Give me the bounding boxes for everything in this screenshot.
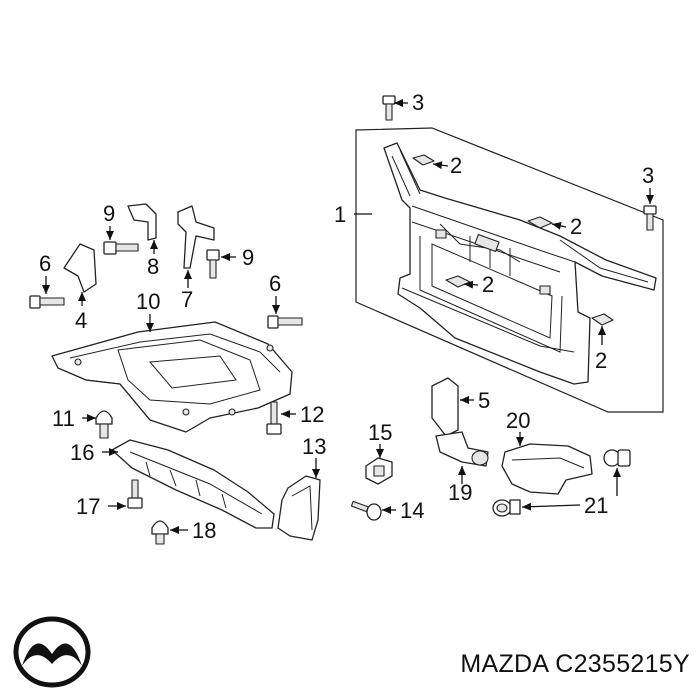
callout-2c: 2 (482, 272, 494, 297)
callout-4: 4 (75, 308, 87, 333)
bolt-9a (103, 241, 139, 255)
callout-6a: 6 (39, 251, 51, 276)
callout-20: 20 (506, 408, 530, 433)
callout-5: 5 (478, 388, 490, 413)
push-clip-15 (365, 457, 393, 485)
bolt-3b (643, 205, 657, 231)
callout-3b: 3 (642, 163, 654, 188)
callout-13: 13 (302, 434, 326, 459)
callout-2a: 2 (450, 153, 462, 178)
bolt-17 (127, 479, 143, 509)
callout-9b: 9 (242, 245, 254, 270)
push-clip-11 (95, 410, 113, 439)
callout-1: 1 (334, 202, 346, 227)
callout-6b: 6 (269, 271, 281, 296)
push-clip-18 (151, 520, 169, 545)
bracket-8 (127, 203, 157, 241)
clip-21a (492, 499, 521, 517)
bolt-12 (266, 401, 282, 435)
callout-11: 11 (52, 406, 75, 431)
callout-12: 12 (300, 402, 324, 427)
deflector-13 (277, 475, 321, 541)
bolt-9b (206, 249, 220, 279)
callout-labels: 1 2 2 2 2 3 3 4 5 6 6 7 8 9 9 10 11 12 1… (39, 90, 654, 543)
part-number: C2355215Y (555, 650, 690, 678)
assembly-outline (355, 127, 664, 413)
callout-9a: 9 (103, 201, 115, 226)
bracket-20 (501, 443, 593, 495)
radiator-support-frame (383, 142, 657, 385)
leader-lines (42, 99, 654, 534)
bolt-6b (267, 315, 303, 329)
brand-name: MAZDA (460, 650, 548, 678)
callout-17: 17 (76, 494, 100, 519)
bracket-4 (63, 243, 97, 293)
callout-15: 15 (368, 420, 392, 445)
callout-2b: 2 (570, 214, 582, 239)
under-cover-10 (51, 321, 293, 433)
screw-14 (350, 500, 382, 521)
callout-3a: 3 (412, 90, 424, 115)
bracket-5 (431, 377, 459, 437)
callout-2d: 2 (595, 348, 607, 373)
bolt-3a (382, 95, 396, 121)
callout-18: 18 (192, 518, 216, 543)
callout-21: 21 (584, 493, 608, 518)
callout-7: 7 (181, 287, 193, 312)
callout-16: 16 (70, 440, 94, 465)
splash-shield-16 (111, 439, 275, 529)
callout-8: 8 (147, 254, 159, 279)
clip-21b (603, 449, 631, 467)
clip-nut-group (412, 154, 614, 326)
hood-latch-sensor-19 (435, 431, 489, 467)
callout-14: 14 (400, 498, 424, 523)
bracket-7 (177, 205, 215, 269)
bolt-6a (29, 295, 65, 309)
part-number-caption: MAZDA C2355215Y (460, 650, 690, 679)
callout-19: 19 (448, 480, 472, 505)
callout-10: 10 (136, 289, 160, 314)
mazda-logo (13, 616, 91, 688)
